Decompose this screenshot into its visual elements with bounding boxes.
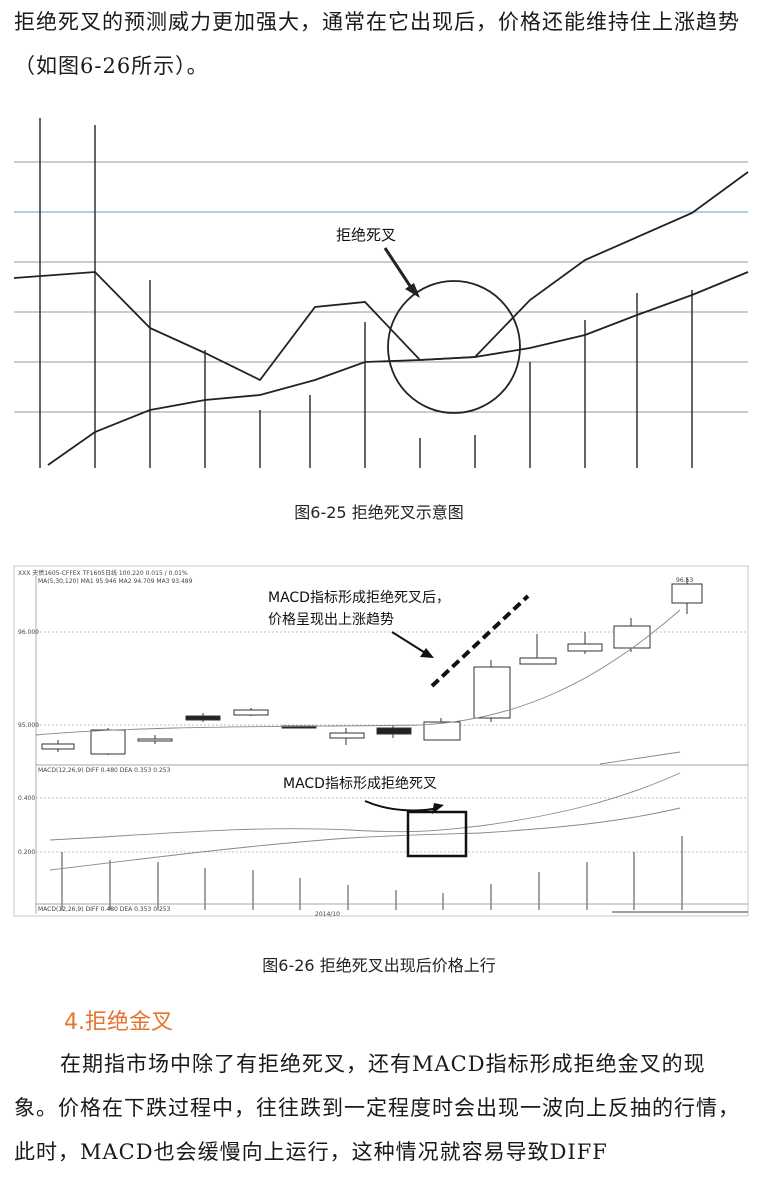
fast-line — [13, 171, 749, 382]
price-label-95: 95.000 — [18, 722, 39, 729]
annotation-top-line2: 价格呈现出上涨趋势 — [268, 612, 394, 628]
macd-info: MACD(12,26,9) DIFF 0.480 DEA 0.353 0.253 — [38, 767, 171, 774]
candles — [41, 578, 703, 755]
dea-line — [49, 807, 681, 871]
annotation-top-line1: MACD指标形成拒绝死叉后， — [268, 590, 450, 606]
macd-label-0400: 0.400 — [18, 795, 35, 802]
section-body: 在期指市场中除了有拒绝死叉，还有MACD指标形成拒绝金叉的现象。价格在下跌过程中… — [14, 1052, 740, 1164]
annotation-arrow — [383, 247, 416, 293]
diff-line — [49, 772, 681, 841]
chart-ma-info: MA(5,30,120) MA1 95.946 MA2 94.709 MA3 9… — [38, 578, 193, 585]
date-label: 2014/10 — [315, 911, 340, 918]
chart-top-info: XXX 天债1605-CFFEX TF1605日线 100.220 0.015 … — [18, 569, 188, 577]
slow-line — [47, 271, 749, 466]
figure-6-26-chart: XXX 天债1605-CFFEX TF1605日线 100.220 0.015 … — [13, 565, 749, 918]
annotation-macd: MACD指标形成拒绝死叉 — [283, 776, 437, 792]
figure1-annotation: 拒绝死叉 — [336, 226, 396, 244]
figure-6-25-caption: 图6-25 拒绝死叉示意图 — [294, 503, 464, 522]
bottom-info: MACD(12,26,9) DIFF 0.480 DEA 0.353 0.253 — [38, 906, 171, 913]
horizontal-gridlines — [14, 161, 748, 413]
section-title: 4.拒绝金叉 — [64, 1010, 173, 1035]
price-ma-curve — [35, 609, 681, 736]
figure-6-25-diagram: 拒绝死叉 — [13, 118, 749, 468]
price-label-96: 96.000 — [18, 629, 39, 636]
macd-histogram — [61, 836, 683, 910]
macd-highlight-box — [406, 810, 468, 858]
trend-dashed-line — [430, 594, 530, 688]
price-top-value: 96.53 — [676, 577, 693, 584]
macd-label-0200: 0.200 — [18, 849, 35, 856]
highlight-circle — [387, 280, 521, 414]
figure-6-26-caption: 图6-26 拒绝死叉出现后价格上行 — [262, 956, 496, 975]
annotation-arrowhead — [405, 283, 420, 298]
volume-bars — [39, 118, 693, 468]
intro-paragraph: 拒绝死叉的预测威力更加强大，通常在它出现后，价格还能维持住上涨趋势（如图6-26… — [14, 10, 740, 78]
annotation-top-arrow — [391, 631, 428, 655]
